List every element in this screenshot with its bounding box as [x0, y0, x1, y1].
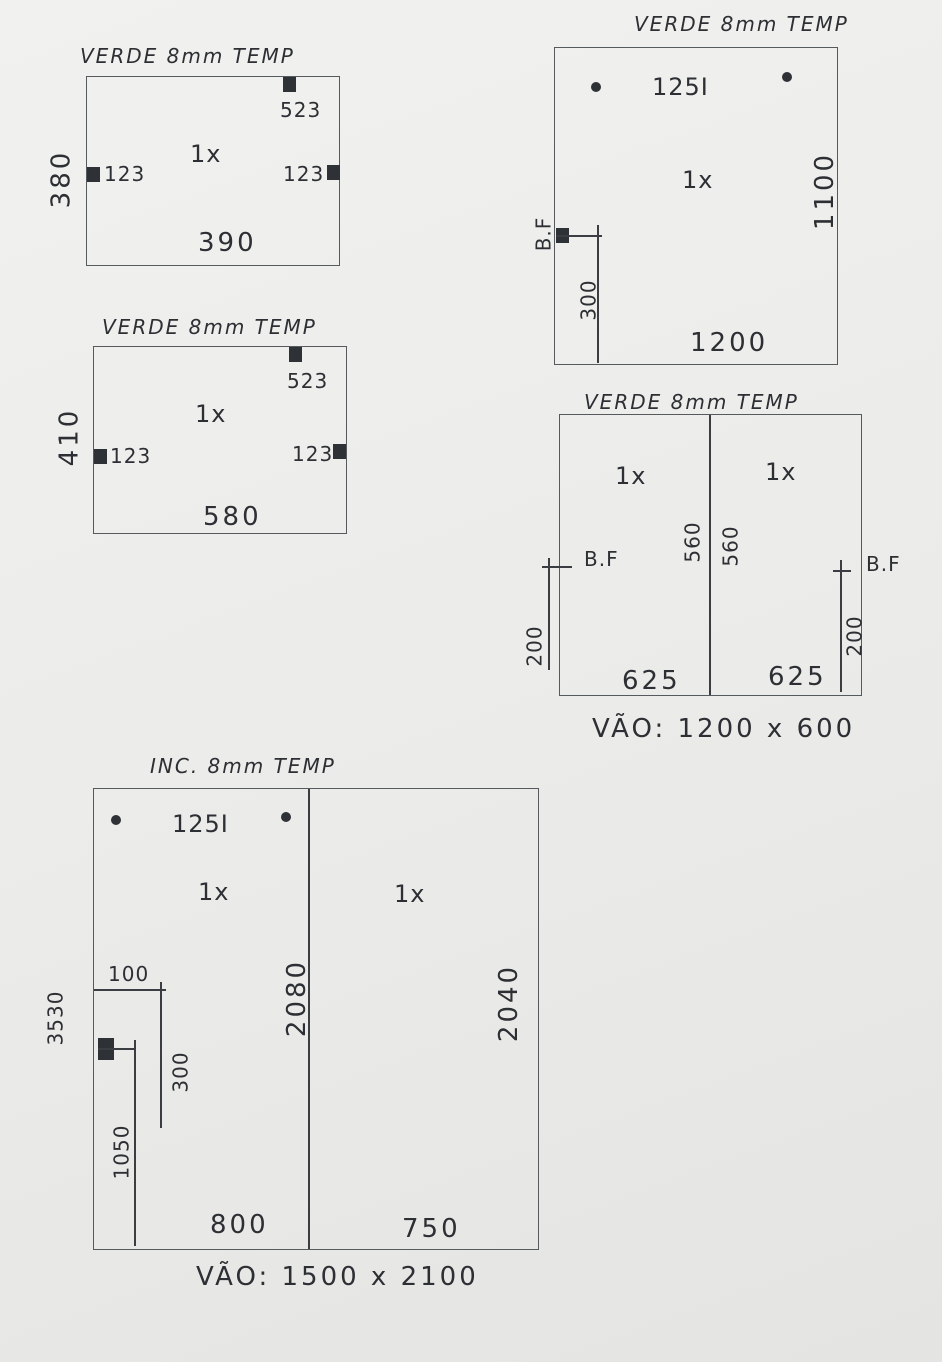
piece-b-right-hinge	[333, 444, 346, 459]
piece-d-right-bf-tick	[833, 570, 851, 572]
piece-c-outline	[554, 47, 838, 365]
piece-c-hole-right	[782, 72, 792, 82]
piece-b-title: VERDE 8mm TEMP	[102, 315, 317, 339]
piece-c-title: VERDE 8mm TEMP	[634, 12, 849, 36]
piece-b-width: 580	[203, 502, 262, 532]
piece-d-divider	[709, 415, 711, 695]
piece-b-hw-top: 523	[287, 369, 329, 393]
piece-e-divider	[308, 789, 310, 1249]
piece-e-lock-tick	[98, 1048, 136, 1050]
piece-d-right-qty: 1x	[765, 458, 797, 486]
piece-a-height: 380	[46, 149, 77, 209]
piece-b-qty: 1x	[195, 400, 227, 428]
piece-e-side-mark: 3530	[43, 990, 68, 1046]
piece-e-lock-height-line	[134, 1040, 136, 1246]
piece-d-right-bf: B.F	[866, 552, 901, 576]
piece-a-hw-right: 123	[283, 162, 325, 186]
piece-e-handle-height: 1050	[109, 1124, 134, 1180]
piece-e-opening: VÃO: 1500 x 2100	[196, 1262, 479, 1292]
piece-a-hw-top: 523	[280, 98, 322, 122]
piece-b-height: 410	[54, 407, 85, 467]
piece-e-right-width: 750	[402, 1214, 461, 1244]
piece-c-hw-top: 125I	[652, 73, 709, 101]
piece-a-qty: 1x	[190, 140, 222, 168]
piece-d-left-bf-line	[548, 558, 550, 670]
piece-c-width: 1200	[690, 328, 769, 358]
piece-d-right-height: 560	[718, 525, 743, 567]
piece-d-outline	[559, 414, 862, 696]
piece-c-qty: 1x	[682, 166, 714, 194]
piece-e-left-height: 2080	[282, 958, 313, 1038]
piece-b-top-hinge	[289, 347, 302, 362]
piece-c-bf-label: B.F	[531, 216, 556, 252]
piece-e-offset-x: 100	[108, 962, 150, 986]
piece-b-left-hinge	[94, 449, 107, 464]
piece-a-width: 390	[198, 228, 257, 258]
piece-c-bf-dimension-line	[597, 225, 599, 363]
piece-e-outline	[93, 788, 539, 1250]
piece-e-handle-line	[160, 982, 162, 1128]
piece-d-left-width: 625	[622, 666, 681, 696]
piece-a-hw-left: 123	[104, 162, 146, 186]
piece-a-left-hinge	[87, 167, 100, 182]
piece-b-outline	[93, 346, 347, 534]
piece-c-hole-left	[591, 82, 601, 92]
piece-d-right-bf-line	[840, 560, 842, 692]
piece-d-right-bf-height: 200	[842, 615, 867, 657]
piece-d-left-bf: B.F	[584, 547, 619, 571]
piece-b-hw-right: 123	[292, 442, 334, 466]
piece-e-right-height: 2040	[494, 963, 525, 1043]
piece-d-left-qty: 1x	[615, 462, 647, 490]
piece-e-hole-right	[281, 812, 291, 822]
piece-d-left-bf-height: 200	[522, 625, 547, 667]
piece-d-left-height: 560	[680, 521, 705, 563]
piece-b-hw-left: 123	[110, 444, 152, 468]
piece-e-right-qty: 1x	[394, 880, 426, 908]
piece-a-title: VERDE 8mm TEMP	[80, 44, 295, 68]
piece-d-title: VERDE 8mm TEMP	[584, 390, 799, 414]
piece-e-left-width: 800	[210, 1210, 269, 1240]
piece-a-right-hinge	[327, 165, 340, 180]
piece-e-handle-len: 300	[168, 1051, 193, 1093]
piece-a-top-hinge	[283, 77, 296, 92]
piece-c-bf-tick	[556, 235, 602, 237]
piece-e-title: INC. 8mm TEMP	[150, 754, 336, 778]
piece-e-hole-left	[111, 815, 121, 825]
piece-e-hw-top: 125I	[172, 810, 229, 838]
piece-c-bf-height: 300	[576, 279, 601, 321]
piece-e-offset-line	[94, 989, 166, 991]
piece-d-opening: VÃO: 1200 x 600	[592, 714, 856, 744]
piece-d-right-width: 625	[768, 662, 827, 692]
piece-c-height: 1100	[810, 151, 841, 231]
piece-e-left-qty: 1x	[198, 878, 230, 906]
piece-d-left-bf-tick	[542, 566, 572, 568]
